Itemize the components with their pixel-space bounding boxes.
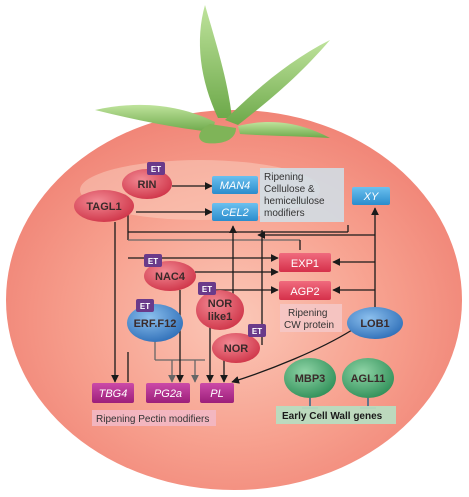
early-cw-note-text: Early Cell Wall genes (282, 411, 383, 422)
et-badge-nor-like1: ET (198, 282, 216, 295)
pectin-note-text: Ripening Pectin modifiers (96, 414, 209, 425)
svg-text:ET: ET (148, 257, 158, 266)
regulator-agl11: AGL11 (342, 358, 394, 398)
regulator-lob1: LOB1 (347, 307, 403, 339)
svg-text:ET: ET (151, 165, 161, 174)
target-agp2: AGP2 (279, 281, 331, 300)
nac4-label: NAC4 (155, 271, 186, 283)
cw-protein-note-line2: CW protein (284, 320, 334, 331)
target-pl: PL (200, 383, 234, 403)
cellulose-note-line4: modifiers (264, 208, 305, 219)
cellulose-note-line3: hemicellulose (264, 196, 325, 207)
early-cell-wall-note: Early Cell Wall genes (276, 406, 396, 424)
mbp3-label: MBP3 (295, 373, 326, 385)
et-badge-nac4: ET (144, 254, 162, 267)
svg-text:ET: ET (252, 327, 262, 336)
cellulose-note-line1: Ripening (264, 172, 303, 183)
exp1-label: EXP1 (291, 258, 319, 270)
tomato-leaves (95, 5, 330, 144)
pl-label: PL (210, 388, 223, 400)
target-pg2a: PG2a (146, 383, 190, 403)
agp2-label: AGP2 (290, 286, 319, 298)
ripening-cw-protein-note: Ripening CW protein (280, 304, 342, 332)
tbg4-label: TBG4 (99, 388, 128, 400)
svg-text:ET: ET (202, 285, 212, 294)
tagl1-label: TAGL1 (86, 201, 121, 213)
regulator-erf-f12: ERF.F12 (127, 304, 183, 342)
pg2a-label: PG2a (154, 388, 182, 400)
agl11-label: AGL11 (351, 373, 386, 385)
target-xy: XY (352, 187, 390, 205)
svg-text:ET: ET (140, 302, 150, 311)
erf-f12-label: ERF.F12 (134, 318, 177, 330)
regulator-nac4: NAC4 (144, 261, 196, 291)
cw-protein-note-line1: Ripening (288, 308, 327, 319)
lob1-label: LOB1 (360, 318, 389, 330)
ripening-cellulose-note: Ripening Cellulose & hemicellulose modif… (260, 168, 344, 222)
regulator-mbp3: MBP3 (284, 358, 336, 398)
cel2-label: CEL2 (221, 207, 249, 219)
pectin-note-box (92, 410, 216, 426)
target-tbg4: TBG4 (92, 383, 134, 403)
nor-like1-label-line1: NOR (208, 298, 233, 310)
et-badge-nor: ET (248, 324, 266, 337)
rin-label: RIN (138, 179, 157, 191)
ripening-pectin-note: Ripening Pectin modifiers (92, 410, 216, 426)
regulator-nor-like1: NOR like1 (196, 290, 244, 330)
et-badge-rin: ET (147, 162, 165, 175)
target-cel2: CEL2 (212, 203, 258, 221)
regulator-rin: RIN (122, 169, 172, 199)
cw-protein-note-box (280, 304, 342, 332)
target-exp1: EXP1 (279, 253, 331, 272)
xy-label: XY (363, 191, 379, 203)
man4-label: MAN4 (220, 180, 251, 192)
cellulose-note-line2: Cellulose & (264, 184, 315, 195)
et-badge-erf-f12: ET (136, 299, 154, 312)
nor-label: NOR (224, 343, 249, 355)
regulator-nor: NOR (212, 333, 260, 363)
regulator-tagl1: TAGL1 (74, 190, 134, 222)
early-cw-note-box (276, 406, 396, 424)
target-man4: MAN4 (212, 176, 258, 194)
cellulose-note-box (260, 168, 344, 222)
nor-like1-label-line2: like1 (208, 311, 232, 323)
